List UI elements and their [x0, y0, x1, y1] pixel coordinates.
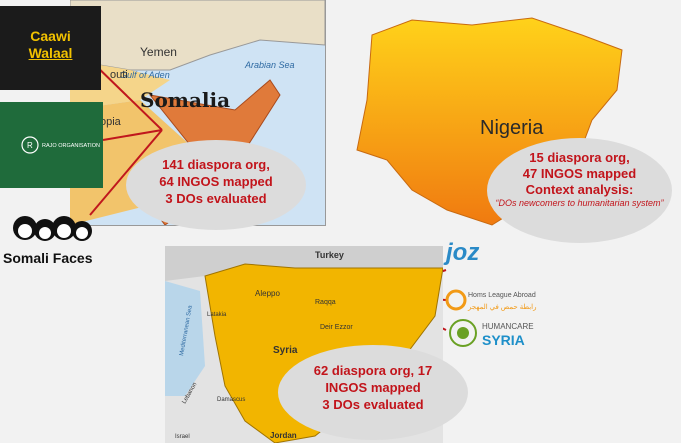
arrow-caawi	[89, 59, 163, 131]
somali-faces-text: Somali Faces	[3, 250, 93, 266]
israel-label: Israel	[175, 434, 190, 440]
latakia-label: Latakia	[207, 312, 227, 318]
nigeria-stats-bubble: 15 diaspora org, 47 INGOS mapped Context…	[487, 138, 672, 243]
rajo-text: RAJO ORGANISATION	[42, 143, 100, 149]
gulf-label: Gulf of Aden	[120, 70, 170, 80]
arrow-rajo	[102, 129, 163, 141]
homs-en-text: Homs League Abroad	[468, 292, 536, 299]
svg-text:R: R	[27, 141, 33, 150]
homs-league-logo: Homs League Abroad رابطة حمص في المهجر	[444, 285, 559, 315]
syria-text: SYRIA	[482, 332, 525, 348]
djibouti-label: outi	[110, 69, 128, 81]
somalia-label: Somalia	[140, 88, 230, 112]
homs-ar-text: رابطة حمص في المهجر	[467, 303, 536, 311]
somalia-stats-bubble: 141 diaspora org, 64 INGOS mapped 3 DOs …	[126, 140, 306, 230]
damascus-label: Damascus	[217, 397, 245, 403]
ethiopia-label: opia	[100, 116, 122, 128]
syria-label: Syria	[273, 345, 298, 356]
joz-logo: joz	[446, 239, 480, 266]
somali-faces-logo: Somali Faces	[0, 208, 105, 278]
caawi-walaal-logo: Caawi Walaal	[0, 6, 101, 90]
jordan-label: Jordan	[270, 431, 297, 440]
humancare-text: HUMANCARE	[482, 322, 534, 331]
syria-stats-bubble: 62 diaspora org, 17 INGOS mapped 3 DOs e…	[278, 345, 468, 440]
yemen-label: Yemen	[140, 45, 177, 59]
rajo-organisation-logo: R RAJO ORGANISATION	[0, 102, 103, 188]
deir-ezzor-label: Deir Ezzor	[320, 324, 353, 331]
aleppo-label: Aleppo	[255, 289, 280, 298]
raqqa-label: Raqqa	[315, 299, 336, 306]
arrow-faces	[89, 129, 163, 216]
sea-label: Arabian Sea	[244, 60, 295, 70]
nigeria-note: “DOs newcomers to humanitarian system”	[495, 198, 664, 208]
humancare-syria-logo: HUMANCARE SYRIA	[448, 315, 548, 351]
nigeria-label: Nigeria	[480, 117, 544, 139]
turkey-label: Turkey	[315, 250, 344, 260]
